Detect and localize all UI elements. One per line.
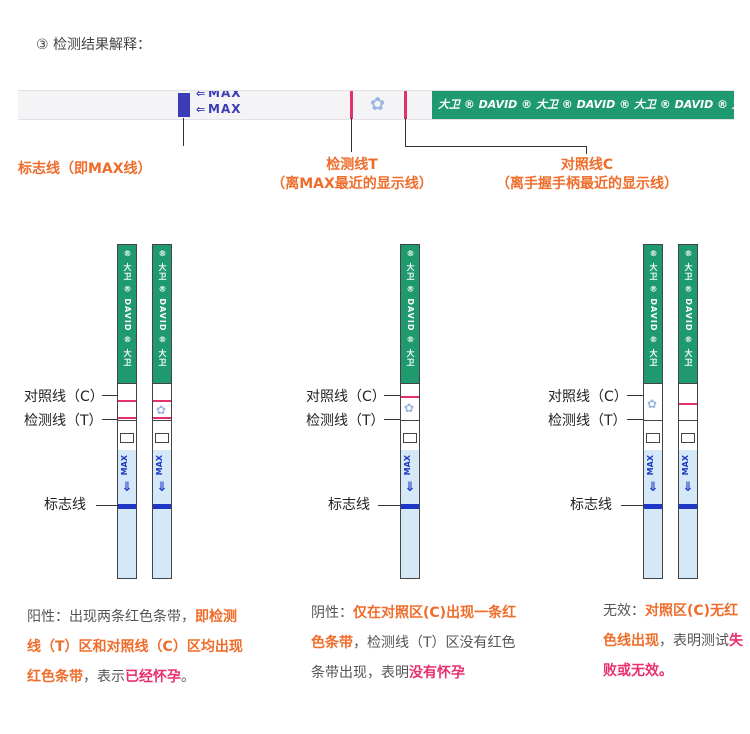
pointer-control-2 — [384, 395, 400, 396]
brand-handle: 大卫 ® DAVID ® 大卫 ® DAVID ® 大卫 ® DAVID ® 大… — [432, 91, 734, 119]
positive-highlight: 即检测线（T）区和对照线（C）区均出现红色条带 — [27, 609, 243, 685]
test-band — [118, 417, 136, 419]
positive-description: 阳性：出现两条红色条带，即检测线（T）区和对照线（C）区均出现红色条带，表示已经… — [27, 602, 249, 692]
pointer-control-1 — [102, 395, 118, 396]
max-label-2: MAX — [208, 102, 242, 116]
test-line-side-label-1: 检测线（T） — [24, 413, 103, 429]
test-line-side-label-3: 检测线（T） — [548, 413, 627, 429]
strip-positive-2: ® 大卫 ® DAVID ® 大卫 ✿ MAX ⇓ — [152, 244, 172, 579]
strip-positive-1: ® 大卫 ® DAVID ® 大卫 MAX ⇓ — [117, 244, 137, 579]
strip-brand: ® 大卫 ® DAVID ® 大卫 — [684, 249, 693, 368]
strip-max: MAX — [155, 455, 164, 476]
cloud-icon: ✿ — [370, 94, 386, 115]
marker-side-label-3: 标志线 — [570, 497, 612, 513]
test-line-side-label-2: 检测线（T） — [306, 413, 385, 429]
control-line-side-label-1: 对照线（C） — [24, 389, 104, 405]
brand-text: 大卫 ® DAVID ® 大卫 ® DAVID ® 大卫 ® DAVID ® 大… — [438, 98, 734, 111]
control-line-subtitle: （离手握手柄最近的显示线） — [496, 176, 678, 192]
test-line-mark — [350, 91, 353, 119]
negative-prefix: 阴性： — [311, 605, 353, 621]
marker-band — [401, 504, 419, 509]
invalid-mid: ，表明测试 — [659, 633, 729, 649]
positive-suffix: 。 — [181, 669, 195, 685]
invalid-description: 无效：对照区(C)无红色线出现，表明测试失败或无效。 — [603, 596, 748, 686]
control-line-mark — [404, 91, 407, 119]
marker-band — [679, 504, 697, 509]
section-title: ③ 检测结果解释： — [36, 37, 152, 53]
control-band — [401, 396, 419, 398]
arrow-down-icon: ⇓ — [156, 480, 168, 495]
arrow-down-icon: ⇓ — [121, 480, 133, 495]
pointer-marker-3 — [621, 505, 643, 506]
strip-invalid-1: ® 大卫 ® DAVID ® 大卫 ✿ MAX ⇓ — [643, 244, 663, 579]
positive-mid: ，表示 — [83, 669, 125, 685]
pointer-marker-2 — [378, 505, 400, 506]
marker-line-label: 标志线（即MAX线） — [18, 161, 152, 177]
marker-bar — [178, 93, 190, 117]
test-line-label: 检测线T （离MAX最近的显示线） — [260, 156, 444, 194]
negative-mid: ，检测线（T）区没有红色条带出现，表明 — [311, 635, 516, 681]
pointer-marker-1 — [96, 505, 118, 506]
negative-description: 阴性：仅在对照区(C)出现一条红色条带，检测线（T）区没有红色条带出现，表明没有… — [311, 598, 525, 688]
control-band — [118, 400, 136, 402]
pointer-control-3 — [627, 395, 643, 396]
strip-max: MAX — [646, 455, 655, 476]
strip-invalid-2: ® 大卫 ® DAVID ® 大卫 MAX ⇓ — [678, 244, 698, 579]
negative-result: 没有怀孕 — [409, 665, 465, 681]
cloud-icon: ✿ — [647, 397, 658, 411]
strip-brand: ® 大卫 ® DAVID ® 大卫 — [123, 249, 132, 368]
strip-max: MAX — [403, 455, 412, 476]
marker-band — [153, 504, 171, 509]
leader-line-test — [351, 118, 352, 152]
negative-highlight: 仅在对照区(C)出现一条红色条带 — [311, 605, 517, 651]
marker-side-label-1: 标志线 — [44, 497, 86, 513]
arrow-left-icon: ⇐ — [196, 90, 207, 100]
max-label-1: MAX — [208, 90, 242, 100]
pointer-test-1 — [102, 419, 118, 420]
strip-max: MAX — [120, 455, 129, 476]
arrow-down-icon: ⇓ — [404, 480, 416, 495]
invalid-highlight: 对照区(C)无红色线出现 — [603, 603, 739, 649]
control-line-side-label-2: 对照线（C） — [306, 389, 386, 405]
pointer-test-2 — [384, 419, 400, 420]
arrow-down-icon: ⇓ — [682, 480, 694, 495]
marker-band — [644, 504, 662, 509]
control-band — [153, 400, 171, 402]
test-band — [679, 403, 697, 405]
control-line-side-label-3: 对照线（C） — [548, 389, 628, 405]
arrow-left-icon-2: ⇐ — [196, 103, 207, 116]
leader-line-control-end — [586, 146, 587, 154]
invalid-prefix: 无效： — [603, 603, 645, 619]
control-line-title: 对照线C — [560, 157, 614, 173]
strip-brand: ® 大卫 ® DAVID ® 大卫 — [406, 249, 415, 368]
cloud-icon: ✿ — [156, 403, 167, 417]
test-line-subtitle: （离MAX最近的显示线） — [271, 176, 433, 192]
test-line-title: 检测线T — [326, 157, 378, 173]
marker-side-label-2: 标志线 — [328, 497, 370, 513]
positive-result: 已经怀孕 — [125, 669, 181, 685]
reference-test-strip: MAX MAX ⇐ ⇐ ✿ 大卫 ® DAVID ® 大卫 ® DAVID ® … — [18, 90, 734, 120]
strip-negative: ® 大卫 ® DAVID ® 大卫 ✿ MAX ⇓ — [400, 244, 420, 579]
positive-prefix: 阳性：出现两条红色条带， — [27, 609, 195, 625]
leader-line-control-h — [405, 146, 587, 147]
marker-band — [118, 504, 136, 509]
test-band — [153, 417, 171, 419]
strip-brand: ® 大卫 ® DAVID ® 大卫 — [158, 249, 167, 368]
arrow-down-icon: ⇓ — [647, 480, 659, 495]
leader-line-control-v — [405, 118, 406, 146]
pointer-test-3 — [627, 419, 643, 420]
control-line-label: 对照线C （离手握手柄最近的显示线） — [484, 156, 690, 194]
cloud-icon: ✿ — [404, 401, 415, 415]
invalid-result: 失败或无效。 — [603, 633, 743, 679]
strip-brand: ® 大卫 ® DAVID ® 大卫 — [649, 249, 658, 368]
strip-max: MAX — [681, 455, 690, 476]
leader-line-marker — [183, 118, 184, 146]
